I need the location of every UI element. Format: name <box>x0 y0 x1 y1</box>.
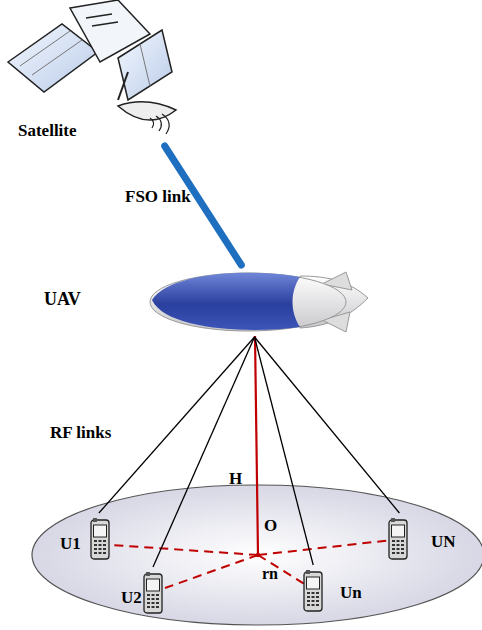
uav-node: UAV <box>40 265 370 337</box>
uav-blimp <box>150 272 368 332</box>
panel-line <box>32 40 82 75</box>
user-phone <box>91 518 109 559</box>
edge-label: FSO link <box>125 188 191 207</box>
user-node: U1 <box>58 513 124 569</box>
user-phone <box>144 572 162 613</box>
link-label: RF links <box>50 424 111 443</box>
radius-label: rn <box>262 565 278 583</box>
blimp-hull <box>150 273 346 331</box>
dish <box>118 102 176 120</box>
satellite-node: Satellite <box>10 0 180 146</box>
user-node: U2 <box>120 567 180 623</box>
radius-line <box>258 540 392 555</box>
radius-line <box>258 555 306 585</box>
blimp-front <box>152 273 300 330</box>
node-label: Un <box>340 584 362 603</box>
radius-line <box>112 545 258 555</box>
user-phone <box>389 518 407 559</box>
signal-waves <box>150 114 169 134</box>
node-label: UN <box>431 533 456 552</box>
rf-link <box>153 337 255 567</box>
body-line <box>92 22 118 26</box>
satellite-icon <box>8 0 176 134</box>
body-line <box>86 14 112 18</box>
user-node: UN <box>385 513 457 569</box>
solar-panel <box>118 30 172 100</box>
height-label: H <box>229 470 242 489</box>
node-label: Satellite <box>18 122 77 141</box>
node-label: U1 <box>60 535 81 554</box>
dish-arm <box>118 72 128 100</box>
node-label: UAV <box>44 290 81 310</box>
rf-link <box>255 337 400 513</box>
rf-link <box>255 337 314 565</box>
rf-link <box>99 337 255 513</box>
node-label: U2 <box>121 589 142 608</box>
center-point <box>256 553 260 557</box>
panel-line <box>20 31 70 66</box>
user-node: Un <box>300 565 366 621</box>
radius-line <box>165 555 258 588</box>
panel-line <box>140 44 150 86</box>
center-label: O <box>264 517 277 536</box>
height-line <box>255 336 258 555</box>
user-phone <box>304 570 322 611</box>
